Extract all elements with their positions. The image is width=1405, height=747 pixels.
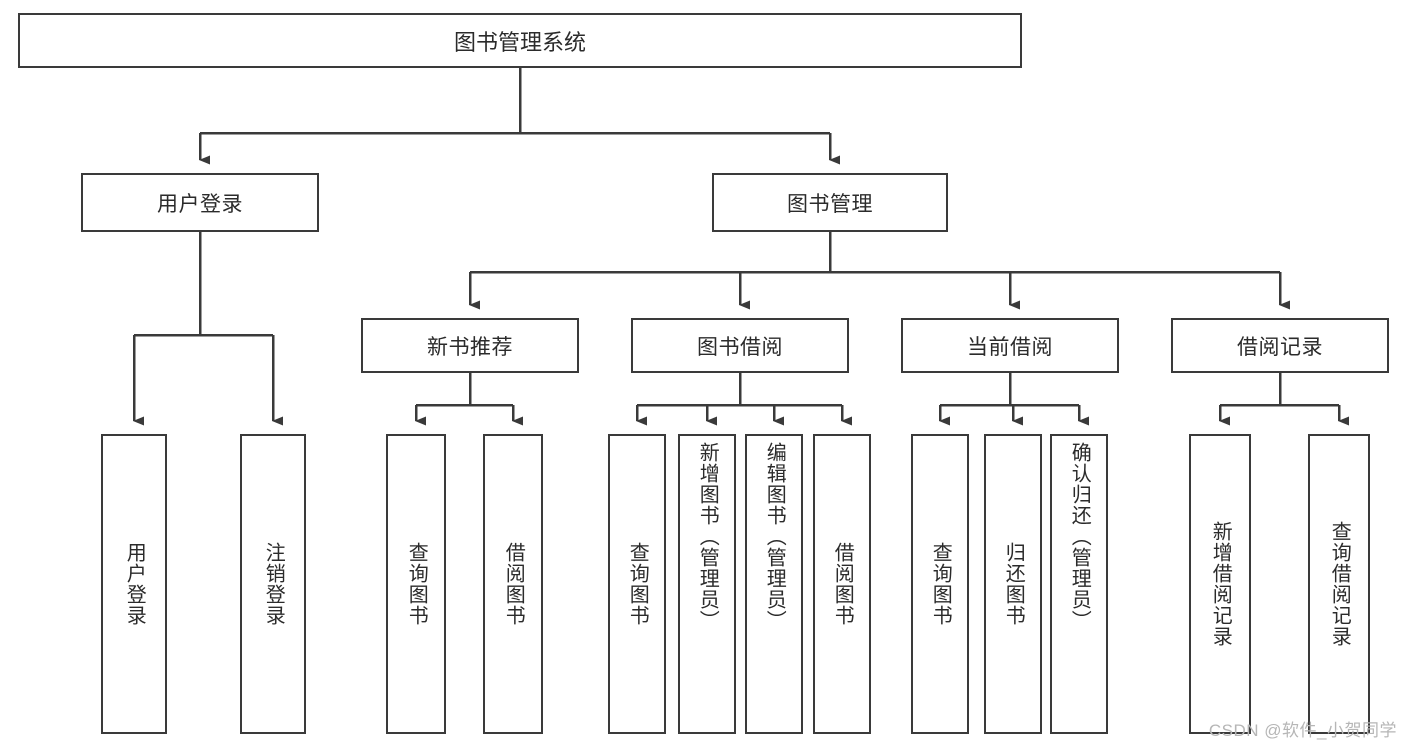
leaf-node-label: 借阅图书 [502, 542, 525, 626]
leaf-node[interactable]: 归还图书 [984, 434, 1042, 734]
leaf-node-label: 借阅图书 [831, 542, 854, 626]
node-user-login[interactable]: 用户登录 [81, 173, 319, 232]
leaf-node[interactable]: 借阅图书 [813, 434, 871, 734]
leaf-node-label: 编辑图书（管理员） [763, 442, 786, 631]
node-user-login-label: 用户登录 [157, 192, 243, 216]
node-book-borrow[interactable]: 图书借阅 [631, 318, 849, 373]
leaf-node-label: 查询图书 [626, 542, 649, 626]
leaf-node-label: 用户登录 [123, 542, 146, 626]
leaf-node[interactable]: 用户登录 [101, 434, 167, 734]
leaf-node-label: 查询借阅记录 [1328, 521, 1351, 647]
node-borrow-records[interactable]: 借阅记录 [1171, 318, 1389, 373]
leaf-node-label: 归还图书 [1002, 542, 1025, 626]
leaf-node[interactable]: 查询借阅记录 [1308, 434, 1370, 734]
leaf-node[interactable]: 查询图书 [911, 434, 969, 734]
node-root[interactable]: 图书管理系统 [18, 13, 1022, 68]
leaf-node-label: 注销登录 [262, 542, 285, 626]
leaf-node-label: 查询图书 [929, 542, 952, 626]
node-root-label: 图书管理系统 [453, 29, 586, 55]
node-current-borrow-label: 当前借阅 [967, 335, 1053, 359]
leaf-node-label: 新增图书（管理员） [696, 442, 719, 631]
watermark-text: CSDN @软件_小贺同学 [1208, 721, 1397, 740]
node-new-book-recommend[interactable]: 新书推荐 [361, 318, 579, 373]
node-borrow-records-label: 借阅记录 [1237, 335, 1323, 359]
leaf-node[interactable]: 新增图书（管理员） [678, 434, 736, 734]
leaf-node[interactable]: 新增借阅记录 [1189, 434, 1251, 734]
node-book-borrow-label: 图书借阅 [697, 335, 783, 359]
node-new-book-recommend-label: 新书推荐 [427, 335, 513, 359]
node-current-borrow[interactable]: 当前借阅 [901, 318, 1119, 373]
node-book-management-label: 图书管理 [787, 192, 873, 216]
leaf-node[interactable]: 查询图书 [386, 434, 446, 734]
leaf-node[interactable]: 确认归还（管理员） [1050, 434, 1108, 734]
leaf-node[interactable]: 查询图书 [608, 434, 666, 734]
leaf-node-label: 新增借阅记录 [1209, 521, 1232, 647]
leaf-node[interactable]: 借阅图书 [483, 434, 543, 734]
leaf-node[interactable]: 注销登录 [240, 434, 306, 734]
leaf-node[interactable]: 编辑图书（管理员） [745, 434, 803, 734]
node-book-management[interactable]: 图书管理 [712, 173, 948, 232]
leaf-node-label: 查询图书 [405, 542, 428, 626]
leaf-node-label: 确认归还（管理员） [1068, 442, 1091, 631]
